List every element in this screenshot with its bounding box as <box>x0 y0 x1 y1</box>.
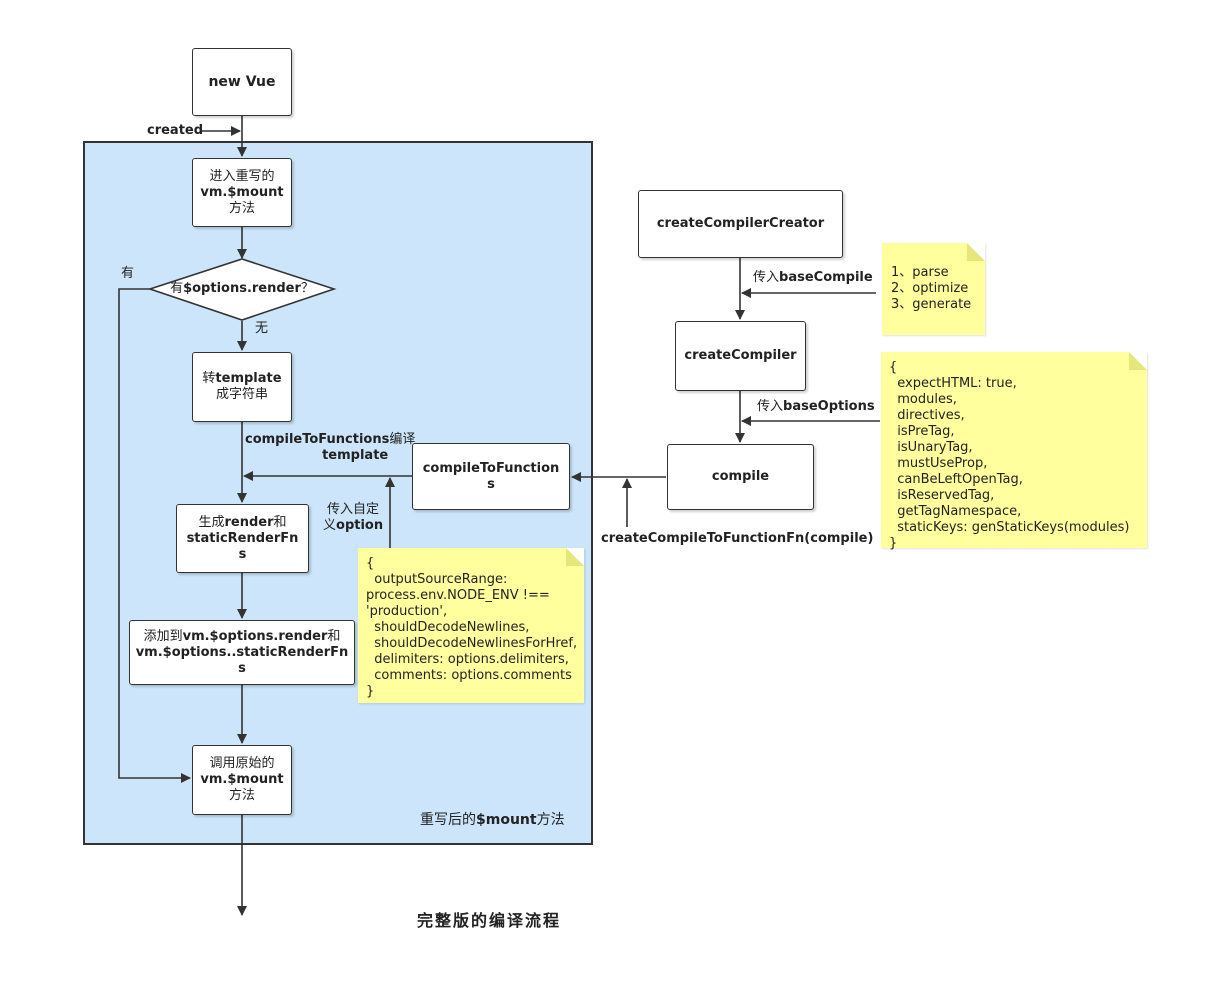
base-options-note-fold <box>1129 352 1147 370</box>
base-compile-note-fold <box>967 243 985 261</box>
create-compile-fn-label: createCompileToFunctionFn(compile) <box>601 531 874 546</box>
no-label: 无 <box>255 321 269 336</box>
has-render-decision: 有$options.render？ <box>170 281 314 296</box>
new-vue-node: new Vue <box>192 48 292 116</box>
decision-diamond <box>147 258 337 321</box>
pass-base-compile-label: 传入baseCompile <box>753 270 873 285</box>
pass-base-options-label: 传入baseOptions <box>757 399 875 414</box>
to-template-node: 转template 成字符串 <box>192 352 292 422</box>
enter-mount-node: 进入重写的 vm.$mount 方法 <box>192 158 292 227</box>
compile-to-functions-node: compileToFunction s <box>412 443 570 510</box>
compile-node: compile <box>667 444 814 510</box>
add-to-options-node: 添加到vm.$options.render和 vm.$options..stat… <box>129 620 355 685</box>
compile-template-label: compileToFunctions编译 template <box>245 432 416 463</box>
diagram-caption: 完整版的编译流程 <box>417 911 562 930</box>
custom-option-note: { outputSourceRange: process.env.NODE_EN… <box>358 548 584 703</box>
base-options-note: { expectHTML: true, modules, directives,… <box>881 352 1147 551</box>
create-compiler-node: createCompiler <box>675 321 806 391</box>
yes-label: 有 <box>121 266 135 281</box>
custom-option-label: 传入自定 义option <box>323 502 384 533</box>
custom-option-note-fold <box>566 548 584 566</box>
gen-render-node: 生成render和 staticRenderFn s <box>176 504 309 573</box>
call-mount-node: 调用原始的 vm.$mount 方法 <box>192 745 292 815</box>
arrow-decision-yes <box>118 288 191 783</box>
region-label: 重写后的$mount方法 <box>420 812 565 828</box>
created-label: created <box>147 123 204 138</box>
create-compiler-creator-node: createCompilerCreator <box>638 190 843 258</box>
